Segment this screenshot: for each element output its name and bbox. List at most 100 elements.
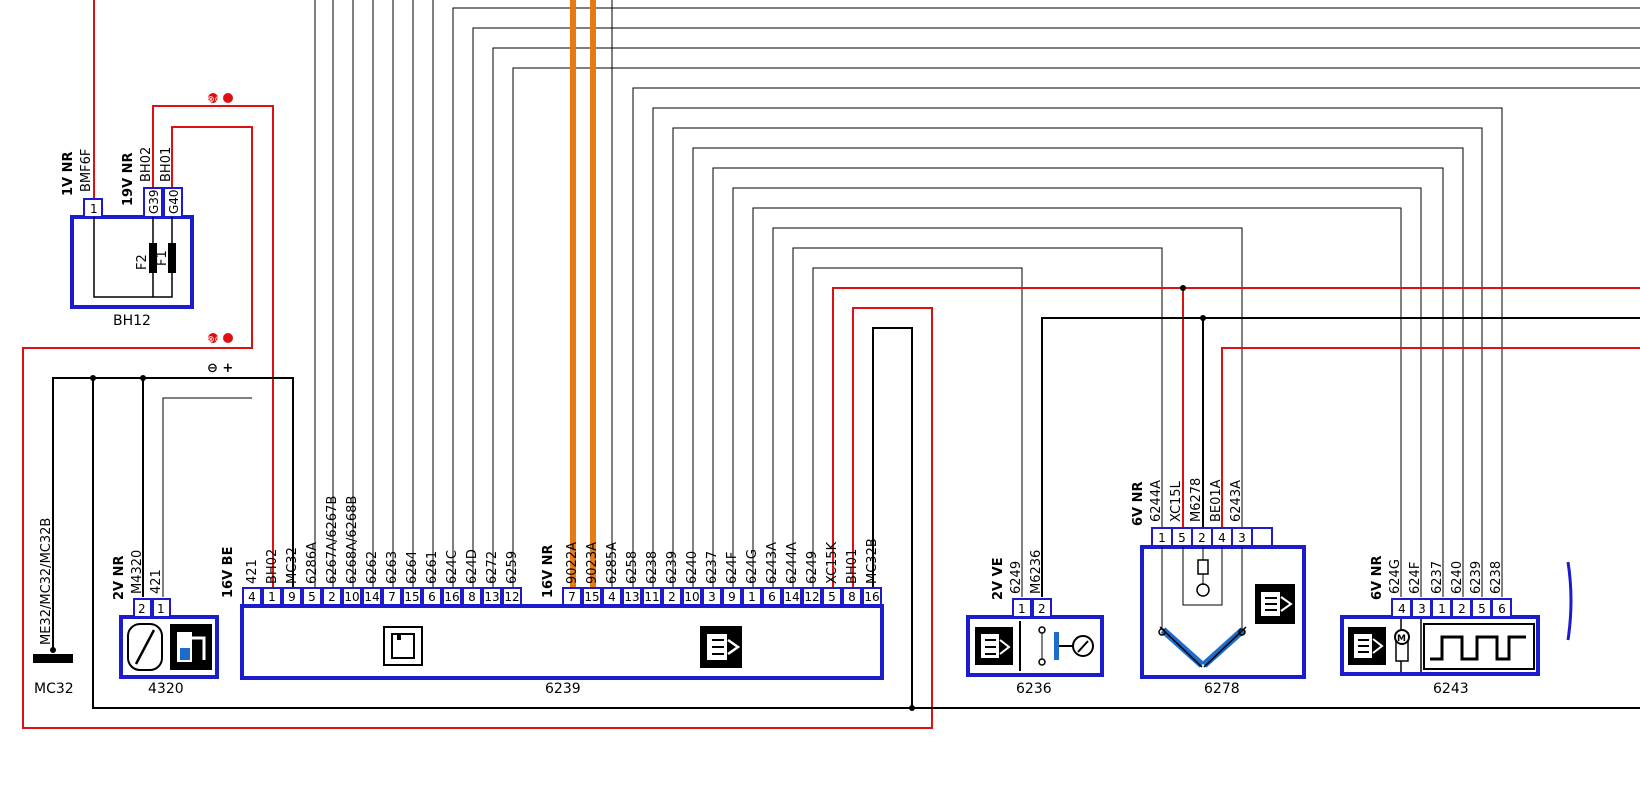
c6239-pin-9: 6 — [428, 590, 436, 604]
c6278-title: 6278 — [1204, 681, 1240, 697]
c6239-wire-22: 624F — [725, 552, 740, 584]
c4320-spec: 2V NR — [112, 555, 127, 600]
connector-6239: 44211BH029MC3256286A26267A/6267B106268A/… — [221, 496, 884, 697]
c6239-wire-29: MC32B — [865, 538, 880, 584]
multiplexed-icon — [700, 626, 742, 668]
c6239-wire-20: 6240 — [685, 551, 700, 584]
c6239-pin-2: 9 — [288, 590, 296, 604]
c6239-pin-18: 11 — [644, 590, 659, 604]
c6243-pin-1: 3 — [1418, 602, 1426, 616]
c6239-pin-24: 6 — [768, 590, 776, 604]
bh12-pin-1: 1 — [90, 202, 98, 216]
c6239-wire-16: 6285A — [605, 542, 620, 584]
c6239-wire-23: 624G — [745, 549, 760, 584]
c6239-pin-box — [262, 587, 282, 606]
c6239-pin-box — [282, 587, 302, 606]
c6239-pin-box — [422, 587, 442, 606]
c6239-pin-15: 15 — [584, 590, 599, 604]
partial-connector-edge — [1566, 561, 1573, 641]
red-wires — [22, 0, 1640, 729]
c6239-pin-box — [782, 587, 802, 606]
c6239-pin-box — [662, 587, 682, 606]
thin-loop-wire — [162, 397, 252, 597]
c6243-wire-6239: 6239 — [1469, 561, 1484, 594]
c6239-wire-8: 6264 — [405, 551, 420, 584]
c6239-pin-box — [502, 587, 522, 606]
c6239-pin-21: 3 — [708, 590, 716, 604]
c6278-pin-3: 4 — [1218, 531, 1226, 545]
c6239-wire-11: 624D — [465, 549, 480, 584]
c6239-pin-box — [322, 587, 342, 606]
c6278-wire-xc15l: XC15L — [1169, 480, 1184, 522]
bh12-spec-2: 19V NR — [121, 152, 136, 206]
c6278-wire-be01a: BE01A — [1209, 479, 1224, 522]
c6239-pin-box — [702, 587, 722, 606]
top-bundle-wires — [314, 0, 1640, 597]
c6239-wire-14: 9022A — [565, 542, 580, 584]
multiplexed-icon — [1255, 584, 1295, 624]
c6239-wire-25: 6244A — [785, 542, 800, 584]
bh12-title: BH12 — [113, 313, 151, 329]
multiplexed-icon — [1348, 627, 1386, 665]
c6239-pin-box — [622, 587, 642, 606]
c6239-pin-box — [382, 587, 402, 606]
c6239-wire-21: 6237 — [705, 551, 720, 584]
c6243-wire-624g: 624G — [1388, 559, 1403, 594]
c6239-wire-1: BH02 — [265, 549, 280, 584]
c6243-pin-2: 1 — [1438, 602, 1446, 616]
bh12-wire-bh02: BH02 — [139, 147, 154, 182]
c6239-wire-15: 9023A — [585, 542, 600, 584]
c6236-pin-2: 2 — [1038, 602, 1046, 616]
c6278-spec: 6V NR — [1131, 481, 1146, 526]
c6239-pin-6: 14 — [364, 590, 379, 604]
c6239-pin-0: 4 — [248, 590, 256, 604]
c6239-wire-2: MC32 — [285, 547, 300, 584]
c6239-pin-box — [462, 587, 482, 606]
c6239-wire-27: XC15K — [825, 541, 840, 584]
fuel-pump-icon — [170, 624, 212, 670]
c6278-wire-6243a: 6243A — [1229, 480, 1244, 522]
c6239-pin-box — [682, 587, 702, 606]
bh12-spec-1: 1V NR — [61, 151, 76, 196]
bh12-wire-bmf6f: BMF6F — [79, 149, 94, 192]
c6239-pin-1: 1 — [268, 590, 276, 604]
c6239-pin-11: 8 — [468, 590, 476, 604]
c6239-wire-12: 6272 — [485, 551, 500, 584]
c6239-pin-5: 10 — [344, 590, 359, 604]
pressure-switch-icon — [1038, 626, 1094, 666]
c6239-pin-box — [302, 587, 322, 606]
c6278-pin-4: 3 — [1238, 531, 1246, 545]
c6239-pin-25: 14 — [784, 590, 799, 604]
c6239-wire-26: 6249 — [805, 551, 820, 584]
c6239-pin-box — [362, 587, 382, 606]
rheostat-icon — [127, 623, 163, 671]
bh12-fuse-f2: F2 — [135, 254, 150, 270]
ground-mc32: ME32/MC32/MC32B MC32 — [33, 518, 74, 697]
c6239-pin-box — [742, 587, 762, 606]
c6243-wire-6238: 6238 — [1489, 561, 1504, 594]
c6239-wire-5: 6268A/6268B — [345, 496, 360, 584]
c6239-pin-strip-left: 44211BH029MC3256286A26267A/6267B106268A/… — [242, 496, 522, 606]
c4320-wire-m4320: M4320 — [130, 550, 145, 594]
c6239-pin-17: 13 — [624, 590, 639, 604]
c6243-spec: 6V NR — [1370, 555, 1385, 600]
c6239-pin-8: 15 — [404, 590, 419, 604]
c6239-pin-box — [562, 587, 582, 606]
c6243-pin-3: 2 — [1458, 602, 1466, 616]
c6239-pin-22: 9 — [728, 590, 736, 604]
c6278-pin-box — [1251, 527, 1273, 547]
c4320-pin-2: 2 — [138, 602, 146, 616]
svg-text:M: M — [1397, 634, 1406, 644]
c6239-pin-box — [842, 587, 862, 606]
lamp-icon — [1196, 583, 1210, 597]
c6239-wire-6: 6262 — [365, 551, 380, 584]
fuse-mark-top: ⊗⊗ — [207, 93, 233, 105]
c6239-pin-box — [862, 587, 882, 606]
c6278-pin-2: 2 — [1198, 531, 1206, 545]
c6243-wire-6240: 6240 — [1450, 561, 1465, 594]
c6239-pin-box — [442, 587, 462, 606]
c6278-pin-0: 1 — [1158, 531, 1166, 545]
